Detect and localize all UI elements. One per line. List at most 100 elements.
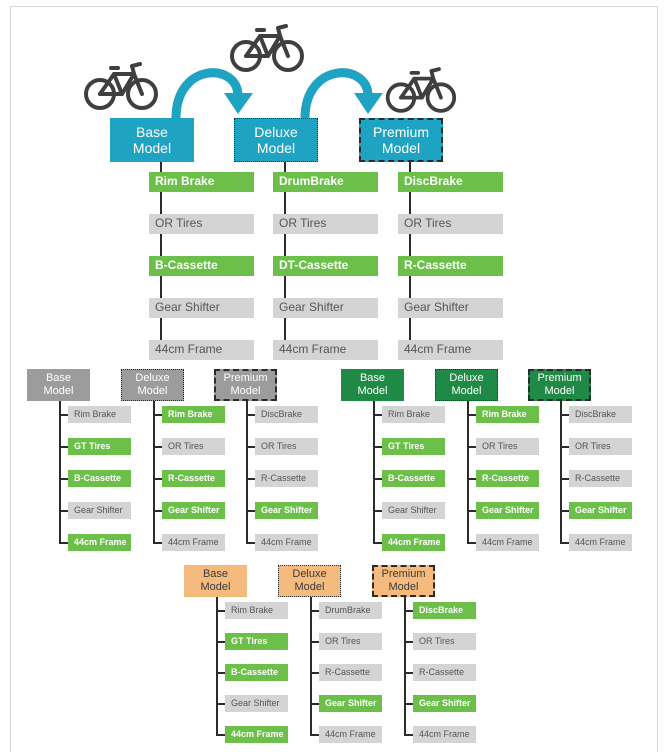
orange-base-connector-tick — [216, 640, 225, 643]
feature-item: R-Cassette — [569, 470, 632, 487]
feature-item: Gear Shifter — [68, 502, 131, 519]
feature-item: 44cm Frame — [273, 340, 378, 360]
feature-item: 44cm Frame — [149, 340, 254, 360]
orange-premium-connector-tick — [404, 640, 413, 643]
feature-item: GT Tires — [68, 438, 131, 455]
blue-deluxe-model-header: Deluxe Model — [234, 118, 318, 162]
green-base-connector-tick — [373, 541, 382, 544]
feature-item: 44cm Frame — [476, 534, 539, 551]
feature-item: OR Tires — [162, 438, 225, 455]
feature-item: R-Cassette — [398, 256, 503, 276]
feature-item: R-Cassette — [255, 470, 318, 487]
gray-premium-connector-tick — [246, 541, 255, 544]
gray-base-model-header: Base Model — [27, 369, 90, 401]
green-base-connector-line — [373, 401, 375, 544]
orange-deluxe-connector-tick — [310, 671, 319, 674]
orange-base-connector-line — [216, 597, 218, 736]
green-deluxe-model-header: Deluxe Model — [435, 369, 498, 401]
orange-premium-connector-tick — [404, 609, 413, 612]
feature-item: DiscBrake — [398, 172, 503, 192]
feature-item: Gear Shifter — [273, 298, 378, 318]
feature-item: Gear Shifter — [162, 502, 225, 519]
orange-base-connector-tick — [216, 702, 225, 705]
gray-base-connector-tick — [59, 445, 68, 448]
orange-base-connector-tick — [216, 733, 225, 736]
blue-premium-model-header: Premium Model — [359, 118, 443, 162]
curved-arrow-icon — [171, 68, 253, 119]
feature-item: Rim Brake — [476, 406, 539, 423]
gray-premium-connector-tick — [246, 509, 255, 512]
orange-premium-connector-tick — [404, 733, 413, 736]
green-deluxe-connector-line — [467, 401, 469, 544]
green-premium-connector-tick — [560, 413, 569, 416]
gray-base-connector-tick — [59, 509, 68, 512]
bicycle-icon — [84, 62, 158, 110]
feature-item: DT-Cassette — [273, 256, 378, 276]
orange-deluxe-connector-tick — [310, 609, 319, 612]
green-deluxe-connector-tick — [467, 541, 476, 544]
gray-base-connector-tick — [59, 477, 68, 480]
green-deluxe-connector-tick — [467, 509, 476, 512]
feature-item: OR Tires — [398, 214, 503, 234]
orange-deluxe-connector-tick — [310, 640, 319, 643]
feature-item: OR Tires — [476, 438, 539, 455]
feature-item: OR Tires — [569, 438, 632, 455]
gray-deluxe-model-header: Deluxe Model — [121, 369, 184, 401]
feature-item: OR Tires — [273, 214, 378, 234]
feature-item: 44cm Frame — [569, 534, 632, 551]
gray-premium-connector-line — [246, 401, 248, 544]
orange-deluxe-model-header: Deluxe Model — [278, 565, 341, 597]
feature-item: R-Cassette — [162, 470, 225, 487]
orange-premium-connector-line — [404, 597, 406, 736]
feature-item: 44cm Frame — [319, 726, 382, 743]
feature-item: Gear Shifter — [476, 502, 539, 519]
green-premium-connector-line — [560, 401, 562, 544]
feature-item: R-Cassette — [413, 664, 476, 681]
blue-base-model-header: Base Model — [110, 118, 194, 162]
feature-item: 44cm Frame — [413, 726, 476, 743]
feature-item: 44cm Frame — [382, 534, 445, 551]
feature-item: Gear Shifter — [413, 695, 476, 712]
orange-premium-model-header: Premium Model — [372, 565, 435, 597]
feature-item: Gear Shifter — [149, 298, 254, 318]
gray-deluxe-connector-line — [153, 401, 155, 544]
gray-base-connector-tick — [59, 541, 68, 544]
feature-item: DrumBrake — [273, 172, 378, 192]
feature-item: OR Tires — [413, 633, 476, 650]
orange-deluxe-connector-line — [310, 597, 312, 736]
curved-arrow-icon — [300, 68, 383, 119]
bicycle-icon — [230, 24, 304, 72]
feature-item: B-Cassette — [225, 664, 288, 681]
orange-base-connector-tick — [216, 671, 225, 674]
bicycle-icon — [385, 67, 457, 113]
gray-premium-connector-tick — [246, 445, 255, 448]
gray-premium-connector-tick — [246, 477, 255, 480]
feature-item: DrumBrake — [319, 602, 382, 619]
feature-item: GT Tires — [382, 438, 445, 455]
green-premium-connector-tick — [560, 445, 569, 448]
feature-item: Gear Shifter — [398, 298, 503, 318]
feature-item: Gear Shifter — [255, 502, 318, 519]
green-premium-connector-tick — [560, 509, 569, 512]
green-base-connector-tick — [373, 477, 382, 480]
feature-item: OR Tires — [319, 633, 382, 650]
gray-deluxe-connector-tick — [153, 509, 162, 512]
green-premium-model-header: Premium Model — [528, 369, 591, 401]
feature-item: 44cm Frame — [398, 340, 503, 360]
feature-item: Gear Shifter — [382, 502, 445, 519]
feature-item: Rim Brake — [225, 602, 288, 619]
feature-item: Rim Brake — [68, 406, 131, 423]
feature-item: 44cm Frame — [162, 534, 225, 551]
feature-item: Gear Shifter — [569, 502, 632, 519]
orange-base-connector-tick — [216, 609, 225, 612]
green-base-model-header: Base Model — [341, 369, 404, 401]
feature-item: Rim Brake — [382, 406, 445, 423]
feature-item: DiscBrake — [569, 406, 632, 423]
gray-premium-connector-tick — [246, 413, 255, 416]
feature-item: 44cm Frame — [68, 534, 131, 551]
orange-premium-connector-tick — [404, 671, 413, 674]
gray-deluxe-connector-tick — [153, 445, 162, 448]
feature-item: Gear Shifter — [319, 695, 382, 712]
